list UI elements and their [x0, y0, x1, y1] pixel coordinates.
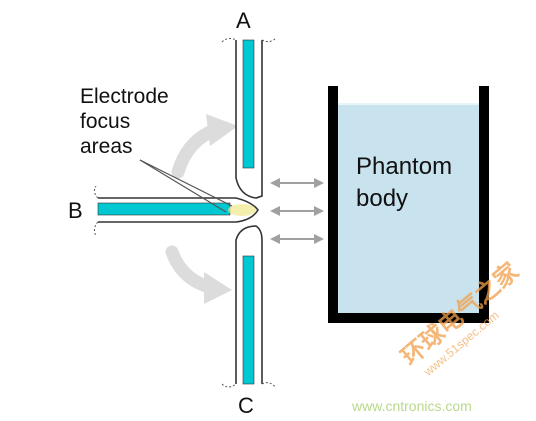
electrode-c-break-left: [221, 383, 237, 388]
electrode-a: [221, 37, 277, 199]
electrode-a-break-left: [221, 37, 237, 43]
double-arrow-middle: [270, 206, 324, 216]
focus-area-glow: [228, 204, 256, 216]
electrode-b-break-top: [93, 185, 99, 199]
electrode-b-core: [97, 202, 231, 216]
focus-caption-line-1: Electrode: [80, 85, 169, 108]
focus-caption-line-2: focus: [80, 110, 131, 133]
rotation-arrow-lower-head-icon: [204, 272, 232, 304]
watermark-url-secondary: www.cntronics.com: [352, 398, 472, 414]
phantom-label-line-1: Phantom: [356, 153, 453, 180]
focus-caption-line-3: areas: [80, 135, 133, 158]
double-arrow-bottom: [270, 234, 324, 244]
electrode-c-break-right: [261, 382, 277, 389]
phantom-label-line-2: body: [356, 185, 409, 212]
electrode-b: [93, 185, 259, 237]
phantom-container-walls: [328, 86, 489, 323]
double-arrow-top: [270, 178, 324, 188]
label-c: C: [238, 393, 254, 418]
electrode-a-break-right: [261, 37, 277, 43]
label-a: A: [236, 8, 251, 33]
focus-pointer-line-1: [139, 159, 233, 207]
phantom-liquid: [337, 104, 480, 314]
electrode-c: [221, 225, 277, 389]
rotation-arrow-upper-head-icon: [206, 114, 238, 146]
electrode-c-core: [242, 255, 255, 385]
phantom-container: [328, 86, 489, 323]
electrode-b-break-bottom: [93, 221, 99, 237]
electrode-a-core: [242, 39, 255, 169]
label-b: B: [68, 198, 83, 223]
focus-pointer-line-2: [139, 159, 227, 213]
